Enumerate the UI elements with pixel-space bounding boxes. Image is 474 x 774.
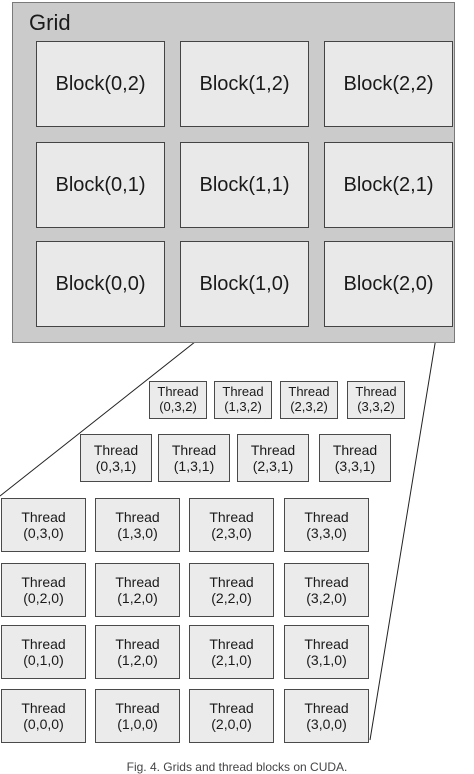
thread-word: Thread	[209, 508, 254, 525]
thread-z0: Thread(3,1,0)	[284, 625, 369, 679]
thread-z0: Thread(3,0,0)	[284, 689, 369, 743]
thread-word: Thread	[21, 699, 66, 716]
thread-z0: Thread(2,0,0)	[189, 689, 274, 743]
thread-index: (0,1,0)	[23, 652, 64, 668]
thread-z2: Thread(0,3,2)	[149, 381, 207, 419]
thread-word: Thread	[304, 573, 349, 590]
figure-caption: Fig. 4. Grids and thread blocks on CUDA.	[126, 760, 348, 774]
thread-index: (2,3,0)	[211, 525, 252, 541]
thread-word: Thread	[21, 508, 66, 525]
thread-index: (1,3,1)	[173, 458, 215, 474]
thread-index: (2,3,2)	[290, 399, 328, 414]
thread-word: Thread	[115, 635, 160, 652]
thread-index: (2,2,0)	[211, 590, 252, 606]
thread-index: (3,0,0)	[306, 716, 347, 732]
thread-z2: Thread(2,3,2)	[280, 381, 338, 419]
grid-title: Grid	[29, 10, 71, 35]
thread-word: Thread	[304, 635, 349, 652]
block-2-2: Block(2,2)	[324, 41, 453, 127]
thread-index: (1,2,0)	[117, 590, 158, 606]
thread-index: (3,1,0)	[306, 652, 347, 668]
thread-z0: Thread(0,3,0)	[1, 498, 86, 552]
thread-index: (3,3,1)	[334, 458, 376, 474]
thread-z1: Thread(0,3,1)	[80, 434, 152, 482]
thread-index: (1,2,0)	[117, 652, 158, 668]
thread-word: Thread	[288, 384, 330, 400]
thread-z0: Thread(3,2,0)	[284, 563, 369, 617]
grid-container: Grid Block(0,2) Block(1,2) Block(2,2) Bl…	[12, 2, 455, 343]
thread-z2: Thread(1,3,2)	[214, 381, 272, 419]
thread-z0: Thread(2,3,0)	[189, 498, 274, 552]
thread-word: Thread	[250, 441, 296, 458]
block-0-1: Block(0,1)	[36, 142, 165, 228]
thread-z2: Thread(3,3,2)	[347, 381, 405, 419]
thread-word: Thread	[209, 699, 254, 716]
thread-word: Thread	[304, 699, 349, 716]
thread-index: (0,0,0)	[23, 716, 64, 732]
thread-index: (1,3,0)	[117, 525, 158, 541]
thread-index: (3,2,0)	[306, 590, 347, 606]
block-2-0: Block(2,0)	[324, 241, 453, 327]
thread-z0: Thread(1,2,0)	[95, 625, 180, 679]
thread-index: (0,3,2)	[159, 399, 197, 414]
thread-z0: Thread(2,2,0)	[189, 563, 274, 617]
thread-index: (3,3,0)	[306, 525, 347, 541]
thread-word: Thread	[304, 508, 349, 525]
thread-word: Thread	[157, 384, 199, 400]
block-1-2: Block(1,2)	[180, 41, 309, 127]
thread-word: Thread	[115, 699, 160, 716]
thread-z0: Thread(1,0,0)	[95, 689, 180, 743]
thread-word: Thread	[209, 635, 254, 652]
thread-z0: Thread(0,1,0)	[1, 625, 86, 679]
thread-index: (2,0,0)	[211, 716, 252, 732]
thread-index: (3,3,2)	[357, 399, 395, 414]
thread-word: Thread	[115, 573, 160, 590]
block-2-1: Block(2,1)	[324, 142, 453, 228]
thread-z1: Thread(1,3,1)	[158, 434, 230, 482]
block-0-2: Block(0,2)	[36, 41, 165, 127]
thread-z0: Thread(1,3,0)	[95, 498, 180, 552]
thread-z1: Thread(3,3,1)	[319, 434, 391, 482]
thread-word: Thread	[209, 573, 254, 590]
thread-z1: Thread(2,3,1)	[237, 434, 309, 482]
thread-z0: Thread(1,2,0)	[95, 563, 180, 617]
thread-word: Thread	[171, 441, 217, 458]
block-0-0: Block(0,0)	[36, 241, 165, 327]
block-1-0: Block(1,0)	[180, 241, 309, 327]
thread-index: (1,0,0)	[117, 716, 158, 732]
thread-word: Thread	[332, 441, 378, 458]
thread-z0: Thread(0,2,0)	[1, 563, 86, 617]
thread-word: Thread	[93, 441, 139, 458]
thread-word: Thread	[355, 384, 397, 400]
thread-index: (2,3,1)	[252, 458, 294, 474]
thread-index: (0,2,0)	[23, 590, 64, 606]
block-1-1: Block(1,1)	[180, 142, 309, 228]
thread-z0: Thread(0,0,0)	[1, 689, 86, 743]
thread-z0: Thread(3,3,0)	[284, 498, 369, 552]
thread-word: Thread	[21, 635, 66, 652]
thread-word: Thread	[115, 508, 160, 525]
thread-z0: Thread(2,1,0)	[189, 625, 274, 679]
thread-index: (2,1,0)	[211, 652, 252, 668]
thread-word: Thread	[222, 384, 264, 400]
thread-index: (1,3,2)	[224, 399, 262, 414]
thread-index: (0,3,0)	[23, 525, 64, 541]
thread-word: Thread	[21, 573, 66, 590]
thread-index: (0,3,1)	[95, 458, 137, 474]
